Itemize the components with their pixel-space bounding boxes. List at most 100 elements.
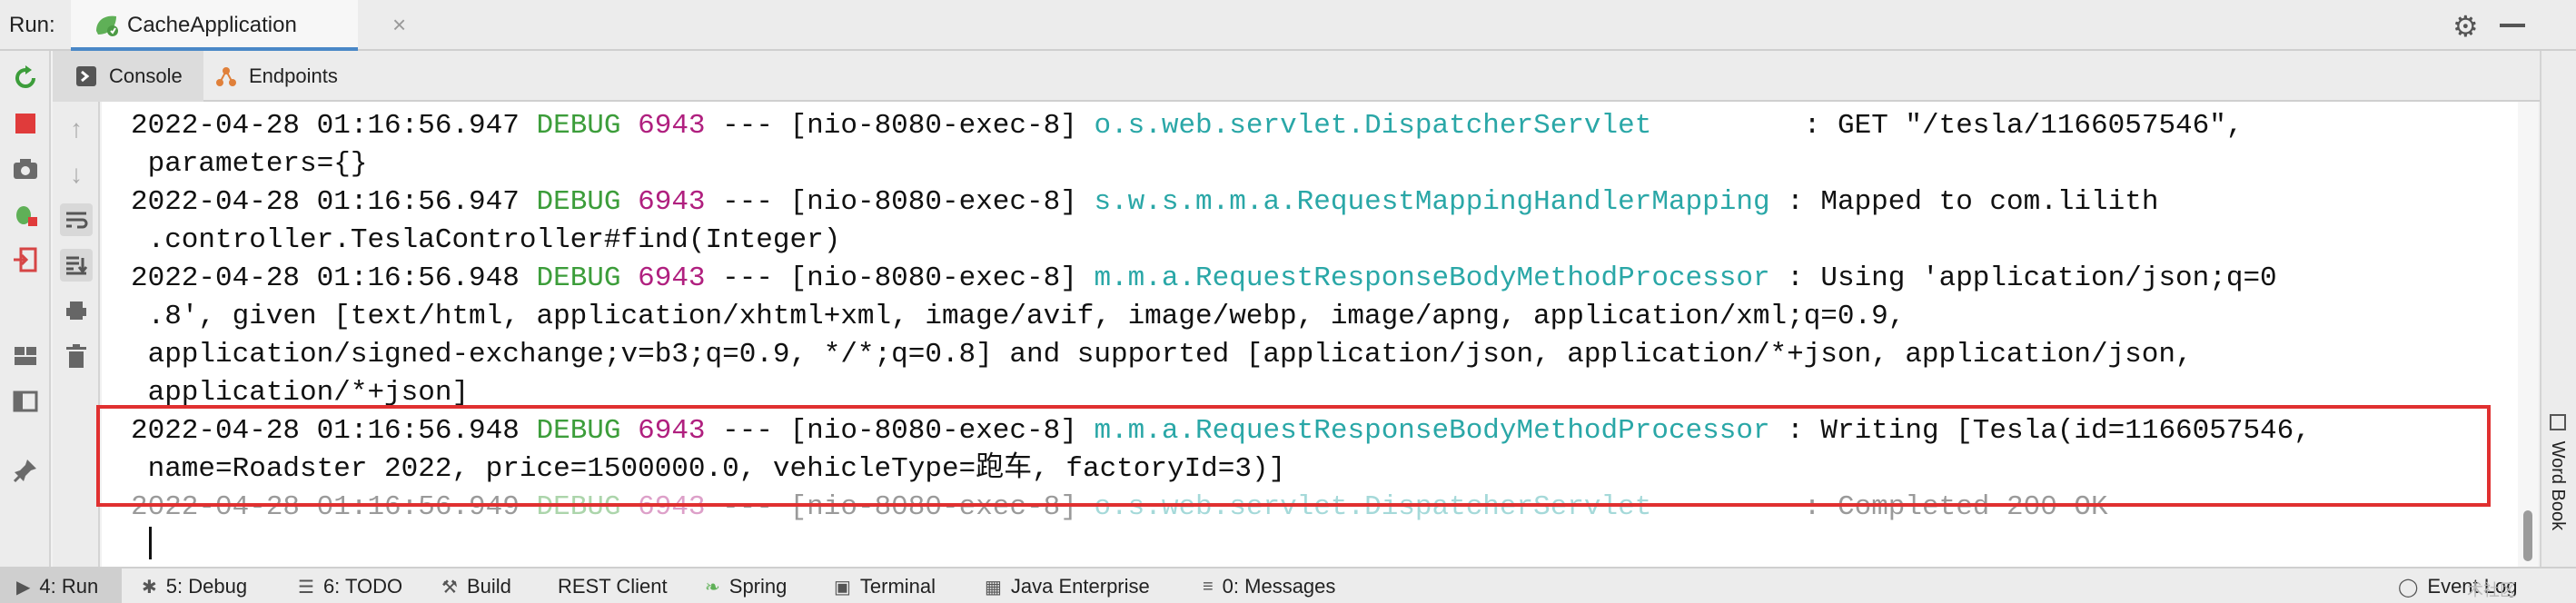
log-pid: 6943: [638, 186, 706, 218]
bottom-tab-run-label: 4: Run: [39, 575, 99, 598]
event-log-label: Event Log: [2427, 575, 2518, 598]
bottom-tab-java-enterprise-label: Java Enterprise: [1010, 575, 1150, 598]
run-left-toolbar: [0, 51, 51, 567]
log-thread: [nio-8080-exec-8]: [789, 262, 1077, 294]
bottom-tab-spring[interactable]: ❧ Spring: [705, 568, 787, 603]
messages-icon: ≡: [1203, 576, 1214, 597]
log-pid: 6943: [638, 110, 706, 142]
pin-icon[interactable]: [9, 454, 42, 487]
annotation-highlight-box: [96, 405, 2491, 507]
word-book-label: Word Book: [2548, 440, 2568, 531]
log-continuation: .controller.TeslaController#find(Integer…: [131, 224, 841, 256]
bottom-tab-java-enterprise[interactable]: ▦ Java Enterprise: [985, 568, 1150, 603]
log-message: : GET "/tesla/1166057546",: [1803, 110, 2244, 142]
log-line: 2022-04-28 01:16:56.948 DEBUG 6943 --- […: [131, 412, 2311, 450]
log-timestamp: 2022-04-28 01:16:56.948: [131, 415, 520, 447]
java-ee-icon: ▦: [985, 577, 1002, 598]
log-message: : Using 'application/json;q=0: [1787, 262, 2277, 294]
log-continuation: application/*+json]: [131, 377, 470, 409]
log-logger: m.m.a.RequestResponseBodyMethodProcessor: [1094, 415, 1770, 447]
log-thread: [nio-8080-exec-8]: [789, 186, 1077, 218]
log-line: name=Roadster 2022, price=1500000.0, veh…: [131, 450, 2311, 489]
bottom-tab-rest-client[interactable]: REST Client: [558, 568, 668, 603]
log-line: application/*+json]: [131, 374, 2311, 412]
console-side-toolbar: ↑ ↓: [53, 102, 100, 567]
console-tabs-row: Console Endpoints: [53, 51, 2574, 102]
bottom-tab-terminal[interactable]: ▣ Terminal: [834, 568, 936, 603]
log-level: DEBUG: [536, 415, 621, 447]
log-separator: ---: [722, 491, 773, 523]
log-continuation: name=Roadster 2022, price=1500000.0, veh…: [131, 453, 1286, 485]
run-label: Run:: [9, 13, 55, 37]
terminal-icon: ▣: [834, 577, 851, 598]
list-icon: ☰: [298, 577, 314, 598]
bottom-tab-build[interactable]: ⚒ Build: [441, 568, 511, 603]
arrow-up-icon[interactable]: ↑: [70, 114, 83, 143]
sidebar-icon[interactable]: [9, 385, 42, 418]
spring-boot-icon: [96, 15, 118, 36]
log-separator: ---: [722, 415, 773, 447]
right-tool-strip: [2540, 51, 2576, 567]
tab-console[interactable]: Console: [53, 51, 203, 102]
bottom-tab-debug[interactable]: ✱ 5: Debug: [142, 568, 247, 603]
word-book-tab[interactable]: Word Book: [2547, 414, 2568, 530]
scrollbar-thumb[interactable]: [2523, 510, 2532, 561]
log-continuation: parameters={}: [131, 148, 368, 180]
log-timestamp: 2022-04-28 01:16:56.947: [131, 186, 520, 218]
debug-restart-icon[interactable]: [9, 198, 42, 231]
log-lines: 2022-04-28 01:16:56.947 DEBUG 6943 --- […: [131, 107, 2311, 527]
bottom-tab-todo-label: 6: TODO: [322, 575, 403, 598]
log-line: .controller.TeslaController#find(Integer…: [131, 222, 2311, 260]
print-icon[interactable]: [60, 294, 93, 327]
run-icon: ▶: [16, 577, 31, 598]
tab-console-label: Console: [109, 64, 183, 87]
exit-icon[interactable]: [9, 243, 42, 276]
tab-endpoints[interactable]: Endpoints: [216, 51, 389, 102]
bottom-tab-terminal-label: Terminal: [859, 575, 936, 598]
log-thread: [nio-8080-exec-8]: [789, 415, 1077, 447]
bottom-tab-messages[interactable]: ≡ 0: Messages: [1203, 568, 1335, 603]
log-timestamp: 2022-04-28 01:16:56.949: [131, 491, 520, 523]
log-thread: [nio-8080-exec-8]: [789, 491, 1077, 523]
run-config-tab-title: CacheApplication: [127, 13, 297, 37]
log-thread: [nio-8080-exec-8]: [789, 110, 1077, 142]
log-line: .8', given [text/html, application/xhtml…: [131, 298, 2311, 336]
event-log-button[interactable]: ◯ Event Log: [2398, 568, 2517, 603]
arrow-down-icon[interactable]: ↓: [70, 160, 83, 188]
log-timestamp: 2022-04-28 01:16:56.948: [131, 262, 520, 294]
log-pid: 6943: [638, 262, 706, 294]
close-icon[interactable]: ×: [392, 11, 407, 38]
log-line: 2022-04-28 01:16:56.947 DEBUG 6943 --- […: [131, 107, 2311, 145]
gear-icon[interactable]: ⚙: [2452, 10, 2479, 43]
log-separator: ---: [722, 110, 773, 142]
tab-endpoints-label: Endpoints: [249, 64, 338, 87]
rerun-icon[interactable]: [9, 62, 42, 94]
log-level: DEBUG: [536, 110, 621, 142]
soft-wrap-icon[interactable]: [60, 203, 93, 236]
run-config-tab[interactable]: CacheApplication ×: [71, 0, 406, 51]
watermark-text: 术社区: [2467, 581, 2516, 599]
log-timestamp: 2022-04-28 01:16:56.947: [131, 110, 520, 142]
minimize-icon[interactable]: [2500, 24, 2525, 27]
log-message: : Completed 200 OK: [1803, 491, 2108, 523]
bottom-tab-build-label: Build: [466, 575, 511, 598]
scroll-to-end-icon[interactable]: [60, 249, 93, 282]
trash-icon[interactable]: [60, 340, 93, 372]
log-line: 2022-04-28 01:16:56.947 DEBUG 6943 --- […: [131, 183, 2311, 222]
log-logger: s.w.s.m.m.a.RequestMappingHandlerMapping: [1094, 186, 1770, 218]
layout-icon[interactable]: [9, 340, 42, 372]
bottom-tab-spring-label: Spring: [728, 575, 788, 598]
event-log-icon: ◯: [2398, 577, 2419, 598]
bug-icon: ✱: [142, 577, 157, 598]
bottom-tab-run[interactable]: ▶ 4: Run: [0, 568, 122, 603]
log-message: : Writing [Tesla(id=1166057546,: [1787, 415, 2311, 447]
vertical-scrollbar[interactable]: [2518, 102, 2538, 567]
log-logger: m.m.a.RequestResponseBodyMethodProcessor: [1094, 262, 1770, 294]
log-level: DEBUG: [536, 262, 621, 294]
log-line: 2022-04-28 01:16:56.949 DEBUG 6943 --- […: [131, 489, 2311, 527]
bottom-tab-todo[interactable]: ☰ 6: TODO: [298, 568, 402, 603]
stop-icon[interactable]: [9, 107, 42, 140]
console-output[interactable]: 2022-04-28 01:16:56.947 DEBUG 6943 --- […: [102, 102, 2518, 567]
camera-icon[interactable]: [9, 153, 42, 185]
run-toolwindow-header: Run: CacheApplication × ⚙: [0, 0, 2576, 51]
